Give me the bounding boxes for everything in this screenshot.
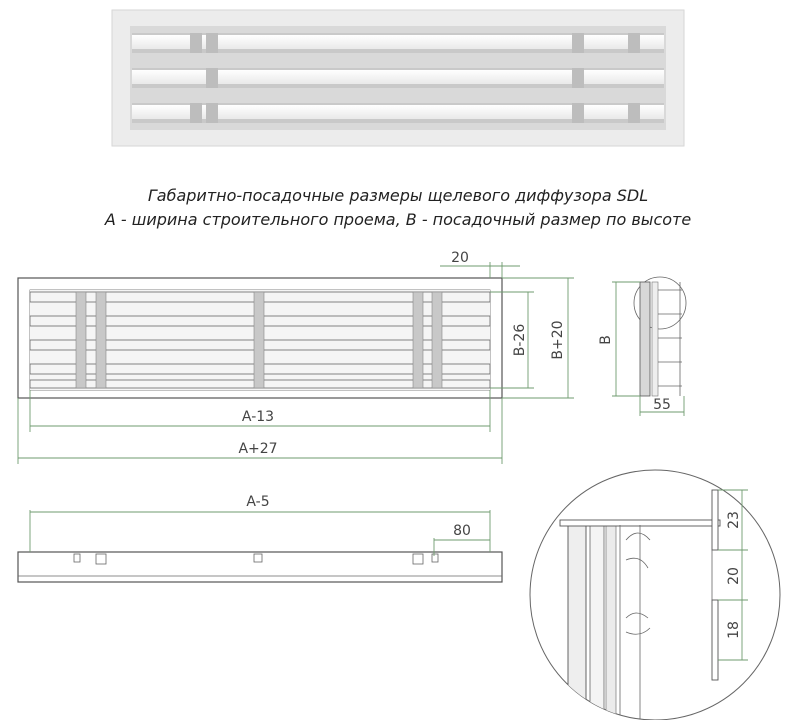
dim-detail-bottom: 18 (726, 621, 742, 639)
caption-title: Габаритно-посадочные размеры щелевого ди… (147, 186, 649, 205)
dim-outer-width: A+27 (238, 441, 277, 457)
dim-side-depth: 55 (653, 397, 671, 413)
detail-view: 23 20 18 (529, 469, 781, 720)
front-view: A-13 A+27 20 B-26 B+20 (17, 250, 574, 464)
dim-top-flange: 20 (451, 250, 469, 266)
dim-detail-middle: 20 (726, 567, 742, 585)
bottom-view: A-5 80 (17, 494, 503, 583)
dim-outer-height: B+20 (550, 320, 566, 359)
product-photo (111, 9, 685, 147)
dim-detail-top: 23 (726, 511, 742, 529)
caption-legend: А - ширина строительного проема, В - пос… (104, 210, 692, 229)
dim-inner-height: B-26 (512, 324, 528, 357)
side-view: B 55 (598, 276, 687, 416)
dim-inner-width: A-13 (242, 409, 274, 425)
dim-mount-offset: 80 (453, 523, 471, 539)
dim-side-height: B (598, 335, 614, 345)
dim-bottom-width: A-5 (246, 494, 269, 510)
